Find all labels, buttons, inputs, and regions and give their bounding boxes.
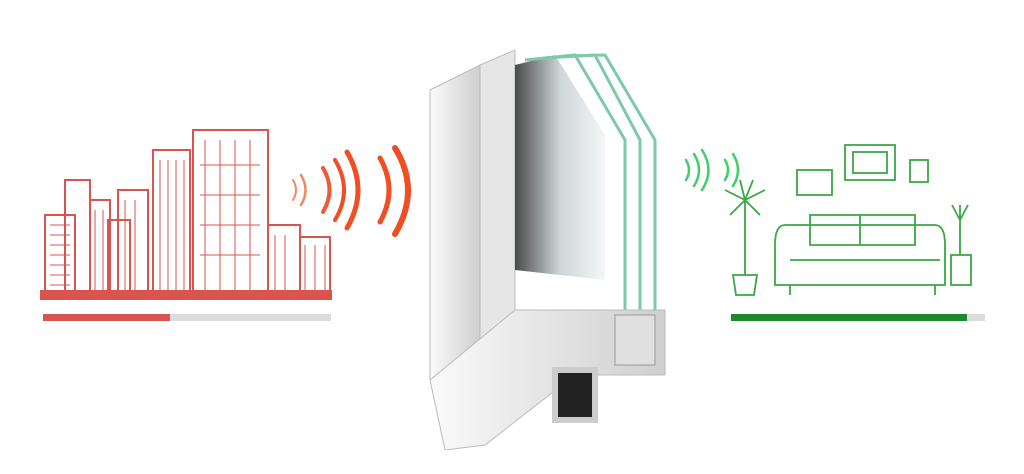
inside-noise-bar-fill [731,314,968,321]
inside-noise-bar [731,314,985,321]
window-profile-icon [429,49,666,450]
city-skyline-icon [40,129,332,300]
living-room-icon [724,144,972,296]
sound-waves-icon [292,145,411,237]
outside-noise-bar [43,314,331,321]
quiet-sound-waves-icon [684,148,740,192]
outside-noise-bar-fill [43,314,170,321]
